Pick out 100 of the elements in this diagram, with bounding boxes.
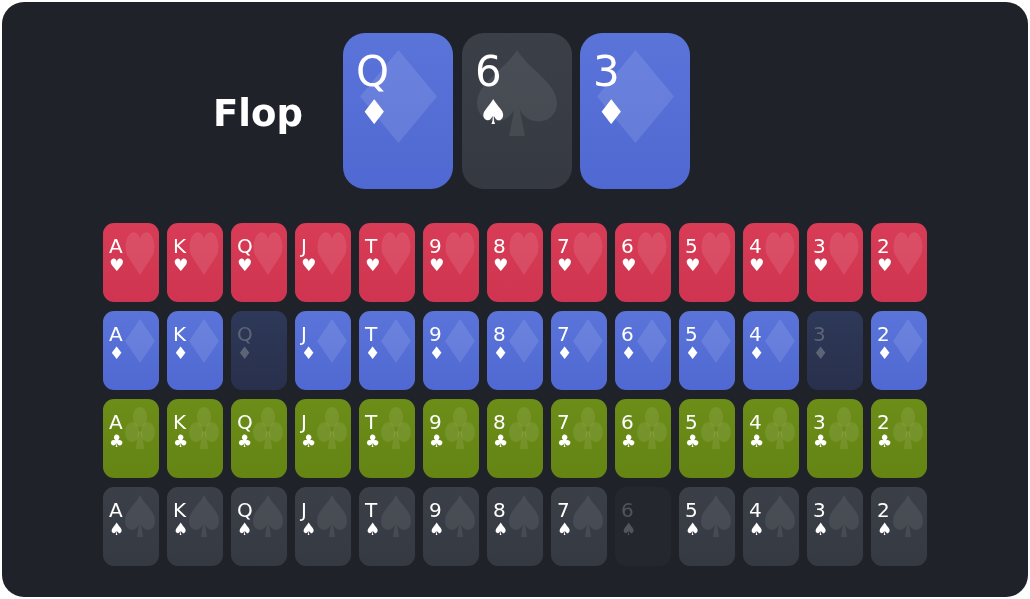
- card-rank: 3: [813, 412, 826, 432]
- suit-symbol: ♦: [429, 345, 445, 362]
- suit-symbol: ♥: [749, 257, 765, 274]
- card-rank: Q: [237, 500, 253, 520]
- card-rank: J: [301, 324, 307, 344]
- card-rank: K: [173, 236, 187, 256]
- suit-symbol: ♥: [429, 257, 445, 274]
- card-rank: 8: [493, 324, 506, 344]
- card-rank: A: [109, 412, 123, 432]
- card-rank: T: [365, 236, 378, 256]
- card-rank: 7: [557, 412, 570, 432]
- playing-card: [551, 399, 607, 478]
- playing-card: [871, 311, 927, 390]
- suit-symbol: ♦: [493, 345, 509, 362]
- playing-card: [343, 33, 453, 189]
- suit-symbol: ♦: [596, 95, 627, 129]
- suit-symbol: ♥: [685, 257, 701, 274]
- playing-card: [807, 487, 863, 566]
- suit-symbol: ♥: [813, 257, 829, 274]
- playing-card: [231, 223, 287, 302]
- row-heading: Flop: [213, 95, 303, 132]
- card-rank: 3: [593, 51, 620, 93]
- playing-card: [231, 487, 287, 566]
- playing-card: [103, 399, 159, 478]
- suit-symbol: ♠: [685, 521, 701, 538]
- card-rank: Q: [356, 51, 390, 93]
- suit-symbol: ♦: [237, 345, 253, 362]
- playing-card: [231, 311, 287, 390]
- playing-card: [359, 399, 415, 478]
- card-rank: 2: [877, 412, 890, 432]
- suit-symbol: ♥: [173, 257, 189, 274]
- playing-card: [487, 223, 543, 302]
- suit-symbol: ♠: [621, 521, 637, 538]
- suit-symbol: ♠: [557, 521, 573, 538]
- playing-card: [679, 399, 735, 478]
- playing-card: [167, 223, 223, 302]
- card-rank: 6: [621, 324, 634, 344]
- playing-card: [103, 487, 159, 566]
- playing-card: [167, 311, 223, 390]
- suit-symbol: ♠: [478, 95, 509, 129]
- suit-symbol: ♠: [109, 521, 125, 538]
- suit-symbol: ♥: [493, 257, 509, 274]
- playing-card: [103, 311, 159, 390]
- suit-symbol: ♠: [429, 521, 445, 538]
- card-rank: Q: [237, 412, 253, 432]
- playing-card: [295, 311, 351, 390]
- suit-symbol: ♦: [557, 345, 573, 362]
- playing-card: [871, 399, 927, 478]
- card-rank: A: [109, 324, 123, 344]
- suit-symbol: ♥: [557, 257, 573, 274]
- suit-symbol: ♣: [685, 433, 701, 450]
- playing-card: [295, 399, 351, 478]
- card-rank: 2: [877, 324, 890, 344]
- suit-symbol: ♣: [493, 433, 509, 450]
- card-rank: A: [109, 500, 123, 520]
- suit-symbol: ♥: [365, 257, 381, 274]
- playing-card: [423, 223, 479, 302]
- playing-card: [551, 223, 607, 302]
- card-rank: 6: [621, 412, 634, 432]
- suit-symbol: ♥: [237, 257, 253, 274]
- card-rank: 5: [685, 236, 698, 256]
- suit-symbol: ♦: [173, 345, 189, 362]
- suit-symbol: ♦: [301, 345, 317, 362]
- card-rank: K: [173, 412, 187, 432]
- playing-card: [487, 311, 543, 390]
- card-rank: 9: [429, 236, 442, 256]
- suit-symbol: ♠: [173, 521, 189, 538]
- card-rank: 9: [429, 324, 442, 344]
- playing-card: [423, 487, 479, 566]
- playing-card: [487, 487, 543, 566]
- card-rank: 5: [685, 324, 698, 344]
- playing-card: [231, 399, 287, 478]
- card-rank: 4: [749, 500, 762, 520]
- suit-symbol: ♠: [813, 521, 829, 538]
- playing-card: [167, 487, 223, 566]
- card-rank: T: [365, 412, 378, 432]
- card-rank: 8: [493, 412, 506, 432]
- card-rank: 5: [685, 412, 698, 432]
- card-rank: 4: [749, 236, 762, 256]
- playing-card: [615, 399, 671, 478]
- card-rank: 8: [493, 500, 506, 520]
- playing-card: [359, 487, 415, 566]
- suit-symbol: ♥: [109, 257, 125, 274]
- card-rank: 2: [877, 236, 890, 256]
- card-rank: 6: [621, 236, 634, 256]
- suit-symbol: ♣: [557, 433, 573, 450]
- suit-symbol: ♦: [813, 345, 829, 362]
- card-rank: 3: [813, 236, 826, 256]
- suit-symbol: ♣: [749, 433, 765, 450]
- suit-symbol: ♠: [365, 521, 381, 538]
- suit-symbol: ♣: [301, 433, 317, 450]
- playing-card: [167, 399, 223, 478]
- suit-symbol: ♥: [301, 257, 317, 274]
- playing-card: [871, 487, 927, 566]
- playing-card: [615, 223, 671, 302]
- card-rank: 7: [557, 324, 570, 344]
- playing-card: [103, 223, 159, 302]
- card-rank: K: [173, 324, 187, 344]
- card-rank: 6: [475, 51, 502, 93]
- card-rank: T: [365, 324, 378, 344]
